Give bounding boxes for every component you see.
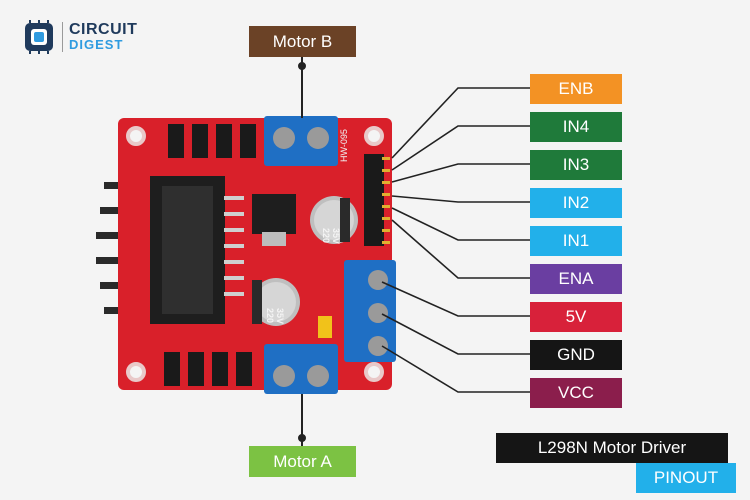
pin-label-ena: ENA: [530, 264, 622, 294]
in4-leader-line: [391, 125, 530, 171]
cap-marking: 35V: [275, 308, 285, 324]
mounting-hole: [364, 362, 384, 382]
pin-label-text: 5V: [565, 307, 587, 326]
motor-a-label: Motor A: [249, 446, 356, 477]
diode: [192, 124, 208, 158]
pin-label-enb: ENB: [530, 74, 622, 104]
diode: [240, 124, 256, 158]
vcc-leader-line: [381, 345, 530, 393]
diagram-title-text: L298N Motor Driver: [537, 438, 687, 457]
pin-label-text: IN3: [562, 155, 590, 174]
in3-leader-line: [391, 163, 530, 183]
pin-label-text: ENB: [558, 79, 594, 98]
diode: [216, 124, 232, 158]
diode: [168, 124, 184, 158]
5v-leader-line: [381, 281, 530, 317]
diode: [236, 352, 252, 386]
pin-label-5v: 5V: [530, 302, 622, 332]
diagram-title: L298N Motor Driver: [496, 433, 728, 463]
ena-leader-line: [391, 219, 530, 279]
board-model-text: HW-095: [339, 129, 349, 162]
ic-pin: [224, 244, 244, 248]
cap-marking: 220: [321, 228, 331, 243]
pin-label-gnd: GND: [530, 340, 622, 370]
ic-pin: [224, 276, 244, 280]
mounting-hole: [126, 126, 146, 146]
control-header: [364, 154, 384, 246]
ic-pin: [224, 260, 244, 264]
capacitor-top: [310, 196, 358, 244]
pin-label-text: IN2: [562, 193, 590, 212]
motor-b-label: Motor B: [249, 26, 356, 57]
logo-divider: [62, 22, 63, 52]
cap-marking: 220: [265, 308, 275, 323]
pin-label-in2: IN2: [530, 188, 622, 218]
pin-label-in4: IN4: [530, 112, 622, 142]
pin-label-in1: IN1: [530, 226, 622, 256]
diode: [164, 352, 180, 386]
chip-icon: [25, 20, 53, 54]
mounting-hole: [364, 126, 384, 146]
ic-pin: [224, 228, 244, 232]
pin-label-text: VCC: [558, 383, 594, 402]
circuit-digest-logo: CIRCUIT DIGEST: [22, 20, 137, 54]
motor-a-label-text: Motor A: [273, 451, 332, 471]
ic-pin: [224, 212, 244, 216]
enb-leader-line: [391, 87, 530, 159]
diagram-subtitle-text: PINOUT: [653, 468, 719, 487]
pin-label-text: GND: [557, 345, 595, 364]
in1-leader-line: [391, 207, 530, 241]
ic-pin: [224, 292, 244, 296]
mounting-hole: [126, 362, 146, 382]
in2-leader-line: [391, 195, 530, 203]
pin-label-text: ENA: [558, 269, 594, 288]
ic-pin: [224, 196, 244, 200]
cap-marking: 35V: [331, 228, 341, 244]
pin-label-in3: IN3: [530, 150, 622, 180]
pin-label-text: IN4: [562, 117, 590, 136]
logo-line-1: CIRCUIT: [69, 21, 138, 38]
diode: [188, 352, 204, 386]
pin-label-text: IN1: [562, 231, 590, 250]
gnd-leader-line: [381, 313, 530, 355]
motor-b-label-text: Motor B: [272, 31, 333, 51]
pin-label-vcc: VCC: [530, 378, 622, 408]
capacitor-bottom: [252, 278, 300, 326]
diagram-subtitle: PINOUT: [636, 463, 736, 493]
voltage-regulator: [252, 194, 296, 234]
logo-line-2: DIGEST: [69, 37, 124, 52]
diode: [212, 352, 228, 386]
motor-a-terminal: [264, 344, 338, 394]
5v-jumper: [318, 316, 332, 338]
